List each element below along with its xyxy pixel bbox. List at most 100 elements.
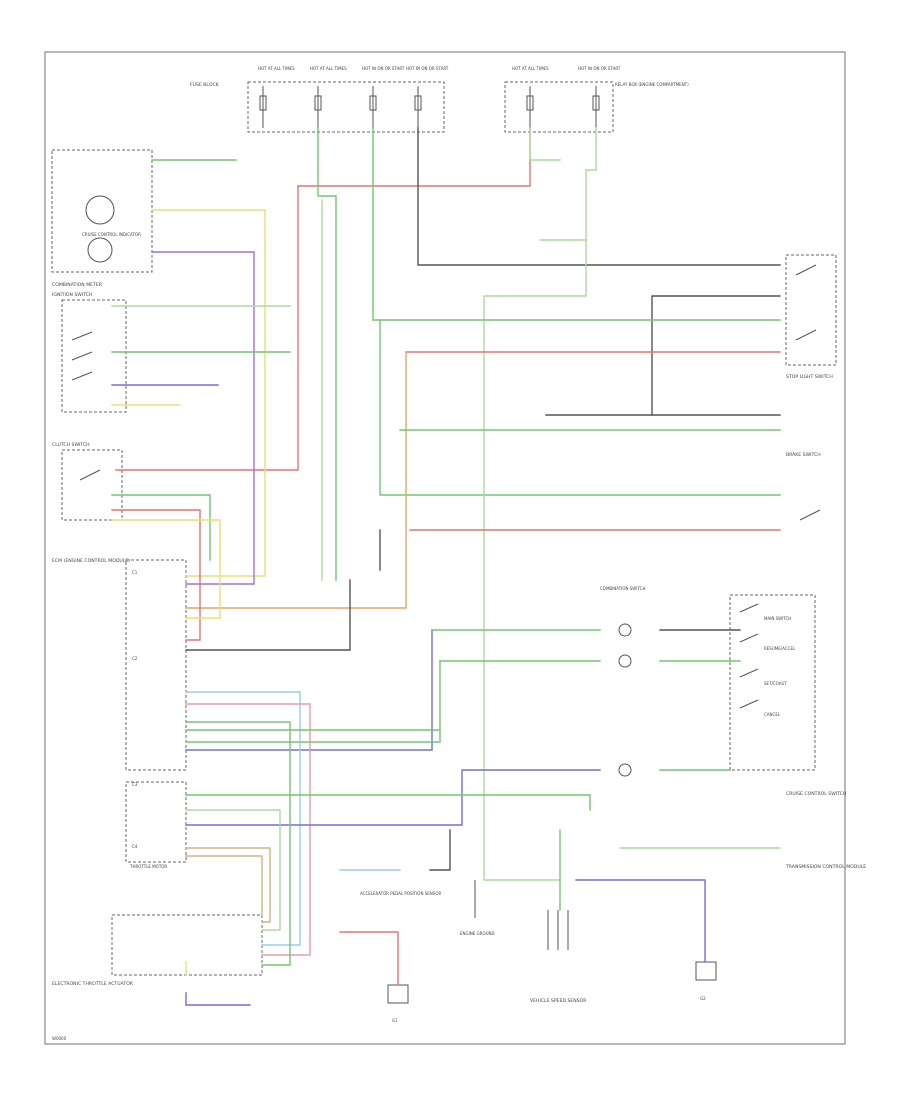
hot-in-run-label-2: HOT IN ON OR START (406, 66, 449, 71)
clutch-contact-icon (79, 469, 101, 481)
fuse-icon-5 (526, 86, 534, 128)
relay-box-group: RELAY BOX (ENGINE COMPARTMENT) HOT AT AL… (504, 66, 689, 133)
brake-switch-contact-icon (799, 509, 821, 521)
cruise-switch-box (729, 594, 816, 771)
hot-at-all-times-label-2: HOT AT ALL TIMES (310, 66, 347, 71)
fuse-icon-4 (414, 86, 422, 128)
fuse-block (247, 81, 445, 133)
stop-light-switch: STOP LIGHT SWITCH (785, 254, 837, 380)
combination-meter-label: COMBINATION METER (52, 282, 103, 288)
wire-tan-39 (185, 847, 271, 923)
cancel-label: CANCEL (764, 712, 781, 717)
combination-meter-box (51, 149, 153, 273)
wire-violet-9 (151, 251, 255, 585)
wire-black-35 (185, 579, 351, 651)
combination-meter: COMBINATION METER CRUISE CONTROL INDICAT… (51, 149, 153, 288)
wire-red-26 (111, 509, 201, 641)
wire-light-green-10 (529, 127, 561, 161)
combo-switch-resistors: COMBINATION SWITCH (600, 586, 645, 777)
clutch-switch-label: CLUTCH SWITCH (52, 442, 90, 448)
ignition-switch: IGNITION SWITCH (52, 292, 127, 413)
wire-pink-33 (185, 703, 311, 956)
ground-g2-label: G2 (700, 996, 706, 1001)
brake-switch: BRAKE SWITCH (786, 452, 821, 521)
ecm-pin-c3: C3 (132, 782, 138, 787)
ecm-connector-bottom (125, 781, 187, 863)
brake-switch-label: BRAKE SWITCH (786, 452, 821, 458)
fuse-icon-6 (592, 86, 600, 128)
vss-connector-icon (547, 910, 569, 950)
cruise-switch: CRUISE CONTROL SWITCH MAIN SWITCH RESUME… (729, 594, 846, 797)
tcm: TRANSMISSION CONTROL MODULE (785, 864, 866, 870)
resistor-icon-1 (618, 623, 632, 637)
wire-black-13 (651, 295, 781, 416)
wire-red-1 (297, 127, 531, 187)
resume-accel-label: RESUME/ACCEL (764, 646, 796, 651)
relay-box-label: RELAY BOX (ENGINE COMPARTMENT) (615, 82, 689, 87)
ignition-switch-box (61, 299, 127, 413)
relay-hot-label-2: HOT IN ON OR START (578, 66, 621, 71)
wire-green-3 (317, 127, 337, 581)
wire-green-5 (372, 127, 781, 496)
fuse-icon-3 (369, 86, 377, 128)
clutch-switch: CLUTCH SWITCH (52, 442, 123, 521)
ground-g1-label: G1 (392, 1018, 398, 1023)
relay-hot-label-1: HOT AT ALL TIMES (512, 66, 549, 71)
combo-switch-label: COMBINATION SWITCH (600, 586, 645, 591)
fuse-block-group: FUSE BLOCK HOT AT ALL TIMES HOT AT ALL T… (190, 66, 449, 133)
resistor-icon-3 (618, 763, 632, 777)
wire-red-48 (339, 931, 399, 986)
resistor-icon-2 (618, 654, 632, 668)
wire-yellow-8 (151, 209, 266, 577)
set-coast-label: SET/COAST (764, 681, 787, 686)
fuse-icon-1 (259, 86, 267, 128)
wire-light-green-11 (539, 127, 597, 241)
stop-light-contact-icon (795, 264, 817, 341)
main-switch-label: MAIN SWITCH (764, 616, 791, 621)
fuse-block-label: FUSE BLOCK (190, 82, 220, 88)
relay-box (504, 81, 614, 133)
cruise-indicator-label: CRUISE CONTROL INDICATOR (82, 232, 141, 237)
wire-light-green-38 (185, 809, 281, 931)
indicator-bulb-icon (85, 195, 115, 225)
fuse-icon-2 (314, 86, 322, 128)
ecm-pin-c1: C1 (132, 570, 138, 575)
accel-sensor-label: ACCELERATOR PEDAL POSITION SENSOR (360, 891, 441, 896)
throttle-actuator-label: ELECTRONIC THROTTLE ACTUATOR (52, 981, 134, 987)
wire-green-25 (111, 494, 211, 561)
wire-blue-28 (185, 629, 433, 751)
ecm-label: ECM (ENGINE CONTROL MODULE) (52, 558, 130, 564)
stop-light-switch-box (785, 254, 837, 366)
wire-red-2 (115, 185, 299, 471)
wire-blue-47 (575, 879, 706, 963)
engine-ground-label: ENGINE GROUND (460, 931, 495, 936)
ground-g2: G2 (695, 961, 717, 1001)
diagram-frame (44, 51, 846, 1045)
wire-green-30 (185, 660, 441, 743)
clutch-switch-box (61, 449, 123, 521)
vss-label: VEHICLE SPEED SENSOR (530, 998, 587, 1004)
accel-sensor: ACCELERATOR PEDAL POSITION SENSOR (360, 891, 441, 896)
wire-green-41 (185, 721, 291, 966)
ground-g1-box (387, 984, 409, 1004)
cruise-switch-contacts-icon (739, 603, 759, 709)
throttle-motor-label: THROTTLE MOTOR (129, 864, 167, 869)
tcm-label: TRANSMISSION CONTROL MODULE (785, 864, 866, 870)
wire-black-6 (417, 127, 781, 266)
ecm-pin-c2: C2 (132, 656, 138, 661)
wire-yellow-27 (111, 519, 221, 619)
ground-g2-box (695, 961, 717, 981)
throttle-actuator: ELECTRONIC THROTTLE ACTUATOR THROTTLE MO… (52, 864, 263, 987)
cruise-indicator-icon (87, 237, 113, 263)
ignition-contacts-icon (71, 331, 93, 381)
wire-blue-36 (185, 769, 601, 826)
cruise-switch-label: CRUISE CONTROL SWITCH (786, 791, 846, 797)
ignition-switch-label: IGNITION SWITCH (52, 292, 92, 298)
vehicle-speed-sensor: VEHICLE SPEED SENSOR (530, 910, 587, 1004)
wire-light-blue-32 (185, 691, 301, 946)
wire-group (111, 127, 781, 1006)
stop-light-switch-label: STOP LIGHT SWITCH (786, 374, 833, 380)
engine-ground: ENGINE GROUND (460, 880, 495, 936)
ecm-pin-c4: C4 (132, 844, 138, 849)
